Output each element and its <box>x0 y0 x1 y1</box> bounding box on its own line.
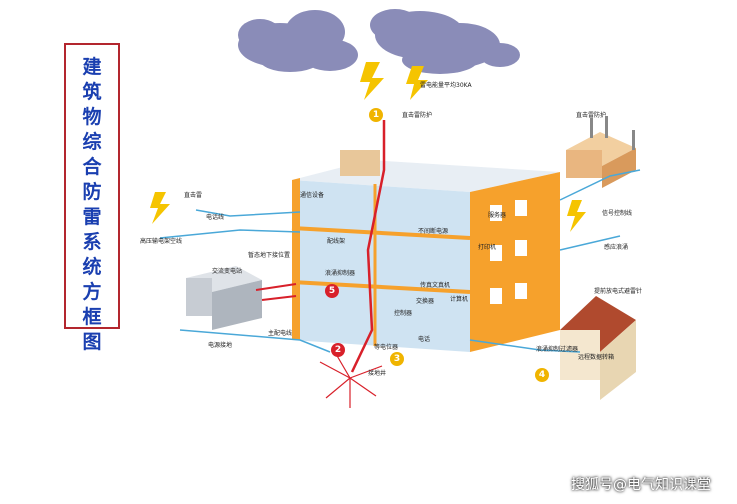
label-ground-well: 接地井 <box>368 370 387 377</box>
diagram-title: 建筑物综合防雷系统方框图 <box>82 56 102 353</box>
label-lightning-energy: 雷电能量平均30KA <box>420 82 472 89</box>
badge-1: 1 <box>369 108 383 122</box>
label-lightning-rod: 提前放电式避雷针 <box>594 288 643 295</box>
label-phone: 电话 <box>418 336 431 343</box>
lightning-bolt-side <box>150 192 170 224</box>
label-surge-protector: 浪涌抑制器 <box>325 270 356 277</box>
label-direct-lightning: 直击雷 <box>184 192 203 199</box>
label-controller: 控制器 <box>394 310 413 317</box>
label-server: 服务器 <box>488 212 507 219</box>
label-power-grounding: 电源接地 <box>208 342 233 349</box>
label-fax: 传真文真机 <box>420 282 451 289</box>
factory-building <box>566 116 636 188</box>
cloud-left <box>238 10 358 72</box>
cloud-right <box>370 9 520 74</box>
label-switch: 交换器 <box>416 298 435 305</box>
house-building <box>560 296 636 400</box>
label-signal-line: 信号控制线 <box>602 210 633 217</box>
label-ac-substation: 交流变电站 <box>212 268 243 275</box>
substation-box <box>186 266 262 330</box>
label-distribution-frame: 配线架 <box>327 238 346 245</box>
lightning-bolt-factory <box>567 200 586 232</box>
label-ups: 不间断电源 <box>418 228 449 235</box>
badge-2: 2 <box>331 343 345 357</box>
label-computer: 计算机 <box>450 296 469 303</box>
lightning-bolt-left <box>360 62 384 100</box>
label-surge-line: 感应浪涌 <box>604 244 629 251</box>
label-phone-line: 电话线 <box>206 214 225 221</box>
label-surge-filter: 浪涌抑制过滤器 <box>536 346 579 353</box>
badge-5: 5 <box>325 284 339 298</box>
title-box: 建筑物综合防雷系统方框图 <box>64 43 120 353</box>
wires <box>159 120 641 373</box>
label-hv-overhead: 高压输电架空线 <box>140 238 183 245</box>
label-printer: 打印机 <box>478 244 497 251</box>
main-building <box>291 150 560 352</box>
label-main-power-line: 主配电线 <box>268 330 293 337</box>
label-comm-equipment: 通信设备 <box>300 192 325 199</box>
label-grounding-point: 暂态地下接位置 <box>248 252 291 259</box>
label-direct-protection-factory: 直击雷防护 <box>576 112 607 119</box>
watermark: 搜狐号@电气知识课堂 <box>571 477 711 493</box>
ground-discharge <box>319 353 383 408</box>
badge-4: 4 <box>535 368 549 382</box>
label-remote-box: 远程数据转箱 <box>578 354 615 361</box>
badge-3: 3 <box>390 352 404 366</box>
lightning-bolt-right <box>406 66 428 100</box>
label-direct-protection-top: 直击雷防护 <box>402 112 433 119</box>
label-potential: 等电位器 <box>374 344 399 351</box>
